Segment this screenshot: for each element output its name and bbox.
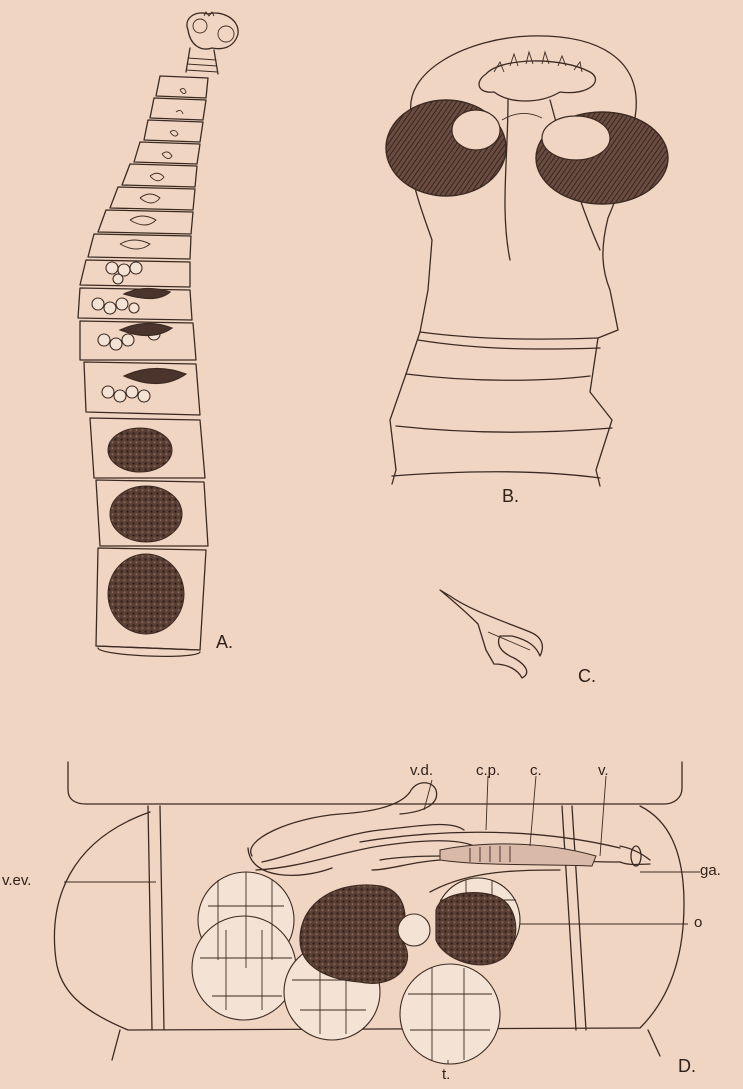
label-ovary: o (694, 914, 702, 931)
figure-a-strobila (78, 12, 238, 656)
figure-d-proglottid (54, 762, 700, 1064)
label-excretory-vessel: v.ev. (2, 872, 31, 889)
label-cirrus-pouch: c.p. (476, 762, 500, 779)
label-testes: t. (442, 1066, 450, 1083)
label-vagina: v. (598, 762, 609, 779)
figure-a-label: A. (216, 632, 233, 653)
figure-b-label: B. (502, 486, 519, 507)
figure-d-label: D. (678, 1056, 696, 1077)
figure-b-scolex (386, 36, 668, 486)
label-vas-deferens: v.d. (410, 762, 433, 779)
figure-c-hook (440, 590, 542, 678)
label-genital-atrium: ga. (700, 862, 721, 879)
figure-c-label: C. (578, 666, 596, 687)
label-cirrus: c. (530, 762, 542, 779)
